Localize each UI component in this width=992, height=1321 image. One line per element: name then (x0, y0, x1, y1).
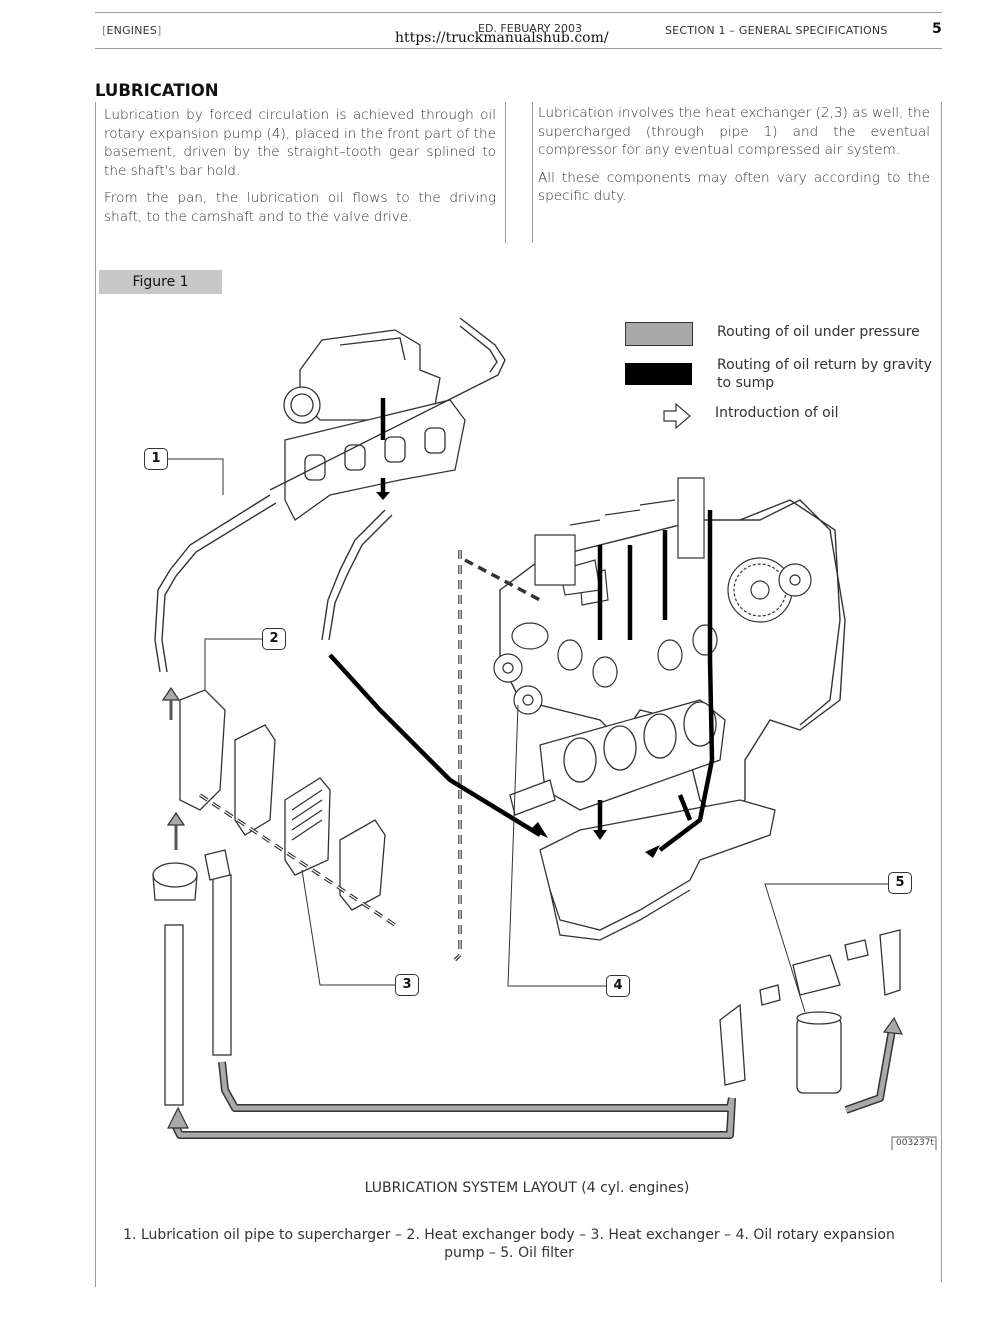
header-edition: ED. FEBUARY 2003 (478, 22, 582, 35)
oil-filter-drawing (719, 929, 901, 1094)
figure-caption: LUBRICATION SYSTEM LAYOUT (4 cyl. engine… (364, 1180, 690, 1196)
callout-5: 5 (888, 872, 912, 894)
column-left: Lubrication by forced circulation is ach… (104, 106, 496, 235)
legend-introduction-label: Introduction of oil (715, 405, 839, 421)
pressure-oil-route (171, 1029, 896, 1139)
paragraph: From the pan, the lubrication oil flows … (104, 190, 496, 225)
gravity-return-route (328, 398, 715, 852)
paragraph: All these components may often vary acco… (538, 169, 930, 205)
section-title: LUBRICATION (95, 81, 219, 100)
crankshaft-drawing (509, 699, 726, 816)
header-top-rule (95, 12, 942, 13)
figure-label: Figure 1 (99, 270, 222, 294)
callout-leader-lines (167, 458, 889, 1013)
lubrication-diagram (152, 317, 937, 1150)
pressure-arrowheads (161, 686, 904, 1129)
oil-pan-drawing (539, 799, 776, 941)
supercharger-drawing (283, 329, 441, 424)
callout-3: 3 (395, 974, 419, 996)
callout-1: 1 (144, 448, 168, 470)
header-manual-name: [ENGINES] (102, 24, 162, 37)
page-left-rule (95, 102, 96, 1287)
legend-gravity-swatch (625, 363, 692, 385)
header-section: SECTION 1 – GENERAL SPECIFICATIONS (665, 24, 888, 37)
figure-code-box (891, 1136, 937, 1150)
header-url[interactable]: https://truckmanualshub.com/ (395, 30, 609, 46)
gravity-arrowheads (376, 492, 660, 858)
paragraph: Lubrication involves the heat exchanger … (538, 105, 930, 158)
supercharger-feed-pipe-drawing (154, 317, 506, 673)
column-right: Lubrication involves the heat exchanger … (538, 104, 930, 215)
heat-exchanger-drawing (284, 777, 386, 911)
header-bottom-rule (95, 48, 942, 49)
heat-exchanger-body-drawing (179, 689, 276, 836)
supercharger-return-pipe-drawing (321, 509, 393, 641)
column-divider (505, 102, 506, 243)
oil-introduction-arrow-icon (663, 402, 691, 430)
timing-gear-drawing (727, 557, 812, 623)
paragraph: Lubrication by forced circulation is ach… (104, 107, 496, 179)
pump-gear-drawing (493, 653, 543, 715)
figure-code: 003237t (896, 1138, 934, 1148)
figure-parts-list: 1. Lubrication oil pipe to supercharger … (123, 1227, 895, 1261)
column-divider-right (532, 102, 533, 243)
page-number: 5 (932, 21, 942, 37)
callout-4: 4 (606, 975, 630, 997)
legend-pressure-swatch (625, 322, 693, 346)
figure-label-text: Figure 1 (132, 274, 189, 290)
filter-head-left-drawing (152, 849, 232, 1106)
callout-2: 2 (262, 628, 286, 650)
legend-gravity-label: Routing of oil return by gravity to sump (717, 357, 932, 391)
legend-pressure-label: Routing of oil under pressure (717, 324, 920, 340)
page-right-rule (941, 102, 942, 1282)
valve-drive-drawing (534, 477, 705, 586)
